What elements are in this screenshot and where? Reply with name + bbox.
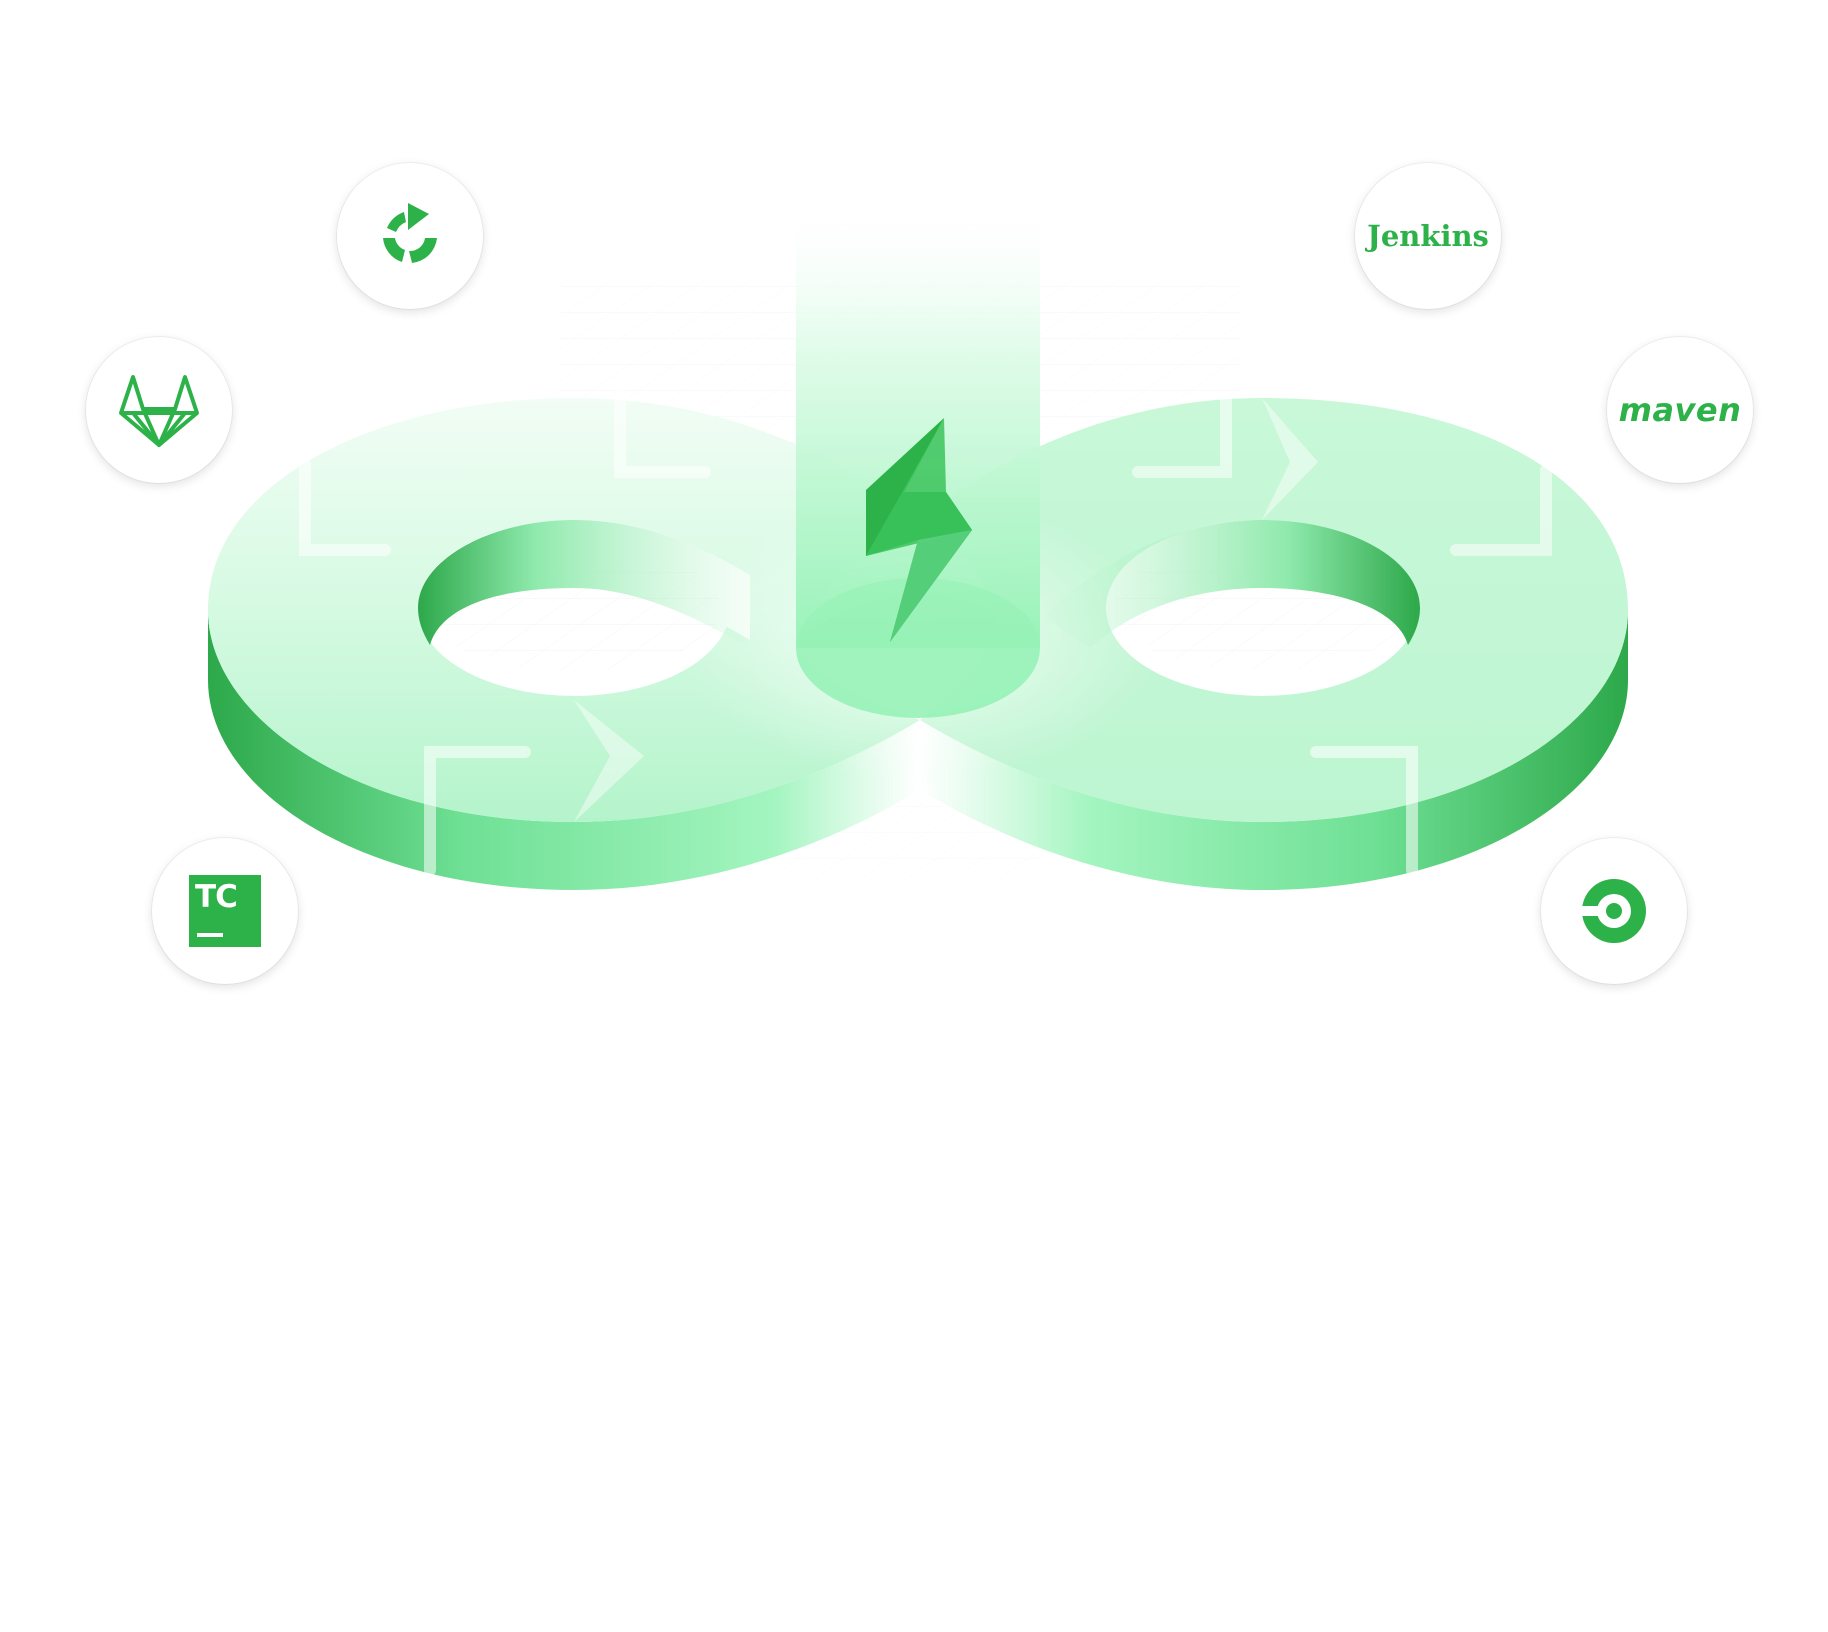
circular-arrow-badge	[337, 163, 483, 309]
corner-brackets	[299, 379, 1552, 876]
teamcity-logo-icon: TC	[189, 875, 261, 947]
teamcity-badge: TC	[152, 838, 298, 984]
flow-arrows	[574, 398, 1318, 822]
lightning-bolt-icon	[866, 418, 972, 642]
teamcity-logo-underline	[197, 933, 223, 937]
right-loop-hole	[1044, 520, 1420, 696]
teamcity-logo-text: TC	[195, 879, 238, 915]
left-loop-hole	[418, 520, 750, 696]
jenkins-logo-icon: Jenkins	[1367, 219, 1489, 253]
jenkins-badge: Jenkins	[1355, 163, 1501, 309]
gitlab-fox-logo-icon	[119, 375, 199, 447]
gitlab-badge	[86, 337, 232, 483]
circleci-badge	[1541, 838, 1687, 984]
maven-logo-icon: maven	[1618, 391, 1742, 429]
maven-badge: maven	[1607, 337, 1753, 483]
circular-arrow-logo-icon	[383, 203, 437, 263]
circleci-logo-icon	[1580, 879, 1646, 943]
